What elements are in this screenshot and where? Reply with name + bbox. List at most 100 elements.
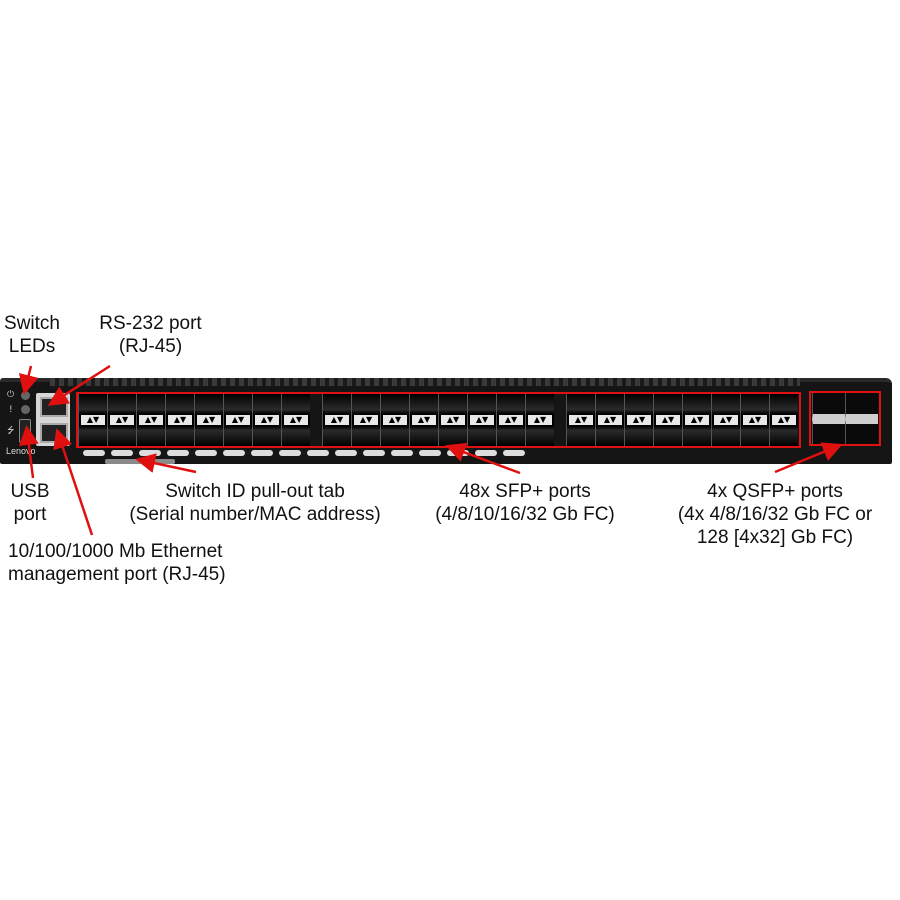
arrow-id-tab xyxy=(135,453,197,474)
port-latch: ▲▼ xyxy=(772,414,796,426)
mgmt-label-line2: management port (RJ-45) xyxy=(8,564,226,585)
port-label xyxy=(419,450,441,456)
port-latch: ▲▼ xyxy=(685,414,709,426)
port-label xyxy=(195,450,217,456)
sfp-label: 48x SFP+ ports (4/8/10/16/32 Gb FC) xyxy=(420,480,630,526)
port-label xyxy=(167,450,189,456)
sfp-label-line1: 48x SFP+ ports xyxy=(459,481,591,502)
qsfp-label-line2: (4x 4/8/16/32 Gb FC or xyxy=(677,504,873,525)
sfp-port[interactable]: ▲▼ xyxy=(682,394,711,446)
usb-icon: ⭍ xyxy=(7,426,15,436)
sfp-ports-group-3: ▲▼ ▲▼ ▲▼ ▲▼ ▲▼ ▲▼ ▲▼ ▲▼ xyxy=(566,394,798,446)
status-led-2 xyxy=(21,405,30,414)
sfp-port[interactable]: ▲▼ xyxy=(740,394,769,446)
arrow-qsfp xyxy=(774,442,843,474)
arrow-mgmt xyxy=(53,428,94,536)
sfp-port[interactable]: ▲▼ xyxy=(107,394,136,446)
status-led-1 xyxy=(21,391,30,400)
qsfp-label-line3: 128 [4x32] Gb FC) xyxy=(696,527,854,548)
port-latch: ▲▼ xyxy=(743,414,767,426)
port-latch: ▲▼ xyxy=(569,414,593,426)
id-tab-label-line2: (Serial number/MAC address) xyxy=(129,504,381,525)
port-label xyxy=(307,450,329,456)
sfp-port[interactable]: ▲▼ xyxy=(380,394,409,446)
sfp-port[interactable]: ▲▼ xyxy=(496,394,525,446)
sfp-label-line2: (4/8/10/16/32 Gb FC) xyxy=(435,504,615,525)
sfp-port[interactable]: ▲▼ xyxy=(322,394,351,446)
port-label xyxy=(223,450,245,456)
port-latch: ▲▼ xyxy=(226,414,250,426)
qsfp-port[interactable] xyxy=(812,393,845,419)
sfp-port[interactable]: ▲▼ xyxy=(525,394,554,446)
port-latch: ▲▼ xyxy=(656,414,680,426)
port-latch: ▲▼ xyxy=(139,414,163,426)
port-latch: ▲▼ xyxy=(714,414,738,426)
port-label xyxy=(335,450,357,456)
rs232-label-line1: RS-232 port xyxy=(99,313,202,334)
port-latch: ▲▼ xyxy=(441,414,465,426)
sfp-port[interactable]: ▲▼ xyxy=(624,394,653,446)
port-latch: ▲▼ xyxy=(110,414,134,426)
power-icon: ⏻ xyxy=(7,390,15,400)
sfp-ports-group-2: ▲▼ ▲▼ ▲▼ ▲▼ ▲▼ ▲▼ ▲▼ ▲▼ xyxy=(322,394,554,446)
mgmt-label-line1: 10/100/1000 Mb Ethernet xyxy=(8,541,223,562)
switch-leds-label: Switch LEDs xyxy=(2,312,62,358)
sfp-port[interactable]: ▲▼ xyxy=(223,394,252,446)
arrow-switch-leds xyxy=(18,365,39,395)
port-latch: ▲▼ xyxy=(412,414,436,426)
port-label xyxy=(83,450,105,456)
sfp-port[interactable]: ▲▼ xyxy=(78,394,107,446)
port-label xyxy=(475,450,497,456)
qsfp-port[interactable] xyxy=(845,393,878,419)
sfp-port[interactable]: ▲▼ xyxy=(769,394,798,446)
vent-grille xyxy=(50,378,800,386)
port-latch: ▲▼ xyxy=(383,414,407,426)
sfp-port[interactable]: ▲▼ xyxy=(252,394,281,446)
sfp-port[interactable]: ▲▼ xyxy=(438,394,467,446)
qsfp-port[interactable] xyxy=(812,419,845,445)
sfp-port[interactable]: ▲▼ xyxy=(351,394,380,446)
port-latch: ▲▼ xyxy=(325,414,349,426)
sfp-port[interactable]: ▲▼ xyxy=(595,394,624,446)
usb-label-line1: USB xyxy=(10,481,50,502)
port-label xyxy=(139,450,161,456)
id-tab-label-line1: Switch ID pull-out tab xyxy=(165,481,345,502)
sfp-port[interactable]: ▲▼ xyxy=(194,394,223,446)
alert-icon: ! xyxy=(9,405,13,415)
port-label xyxy=(391,450,413,456)
rs232-label: RS-232 port (RJ-45) xyxy=(88,312,213,358)
port-label xyxy=(111,450,133,456)
id-tab-label: Switch ID pull-out tab (Serial number/MA… xyxy=(110,480,400,526)
qsfp-label-line1: 4x QSFP+ ports xyxy=(707,481,843,502)
port-latch: ▲▼ xyxy=(528,414,552,426)
mgmt-label: 10/100/1000 Mb Ethernet management port … xyxy=(8,540,226,586)
port-label xyxy=(503,450,525,456)
sfp-port[interactable]: ▲▼ xyxy=(566,394,595,446)
sfp-port[interactable]: ▲▼ xyxy=(409,394,438,446)
switch-leds-label-line2: LEDs xyxy=(8,336,56,357)
sfp-port[interactable]: ▲▼ xyxy=(653,394,682,446)
qsfp-label: 4x QSFP+ ports (4x 4/8/16/32 Gb FC or 12… xyxy=(660,480,890,549)
brand-logo: Lenovo xyxy=(6,446,36,456)
usb-label: USB port xyxy=(4,480,56,526)
sfp-port[interactable]: ▲▼ xyxy=(281,394,310,446)
port-latch: ▲▼ xyxy=(284,414,308,426)
sfp-highlight-box xyxy=(76,392,801,448)
port-latch: ▲▼ xyxy=(168,414,192,426)
qsfp-port[interactable] xyxy=(845,419,878,445)
arrow-sfp xyxy=(445,442,521,475)
sfp-port[interactable]: ▲▼ xyxy=(467,394,496,446)
port-latch: ▲▼ xyxy=(499,414,523,426)
port-latch: ▲▼ xyxy=(81,414,105,426)
port-label xyxy=(363,450,385,456)
arrow-rs232 xyxy=(47,364,111,406)
sfp-port[interactable]: ▲▼ xyxy=(711,394,740,446)
qsfp-ports xyxy=(812,393,878,445)
rs232-label-line2: (RJ-45) xyxy=(118,336,183,357)
sfp-port[interactable]: ▲▼ xyxy=(165,394,194,446)
switch-leds-label-line1: Switch xyxy=(4,313,60,334)
port-latch: ▲▼ xyxy=(627,414,651,426)
port-latch: ▲▼ xyxy=(354,414,378,426)
sfp-port[interactable]: ▲▼ xyxy=(136,394,165,446)
